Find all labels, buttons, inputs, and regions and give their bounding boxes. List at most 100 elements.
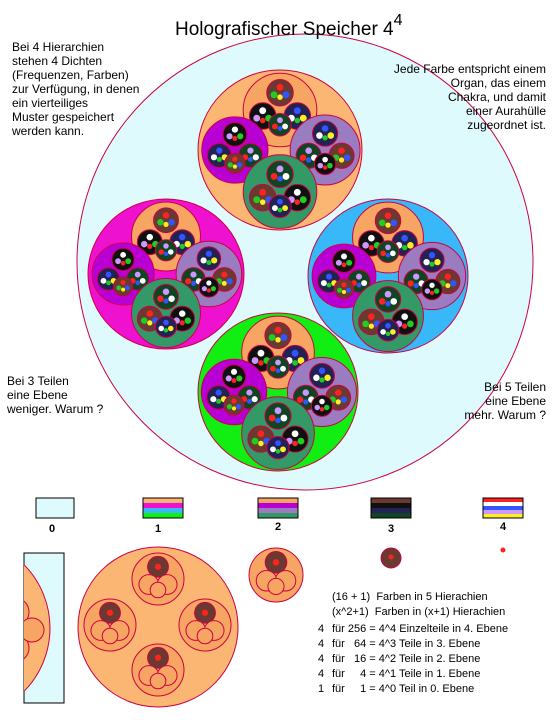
level3-cell — [224, 152, 246, 174]
swatch-stripe — [483, 498, 523, 502]
level4-dot — [201, 286, 207, 292]
level4-dot — [297, 357, 305, 364]
level-swatch-row — [35, 497, 524, 519]
level0-outer-circle — [76, 33, 534, 491]
level4-dot — [258, 360, 264, 366]
level4-dot — [120, 280, 126, 286]
level4-dot — [282, 205, 288, 212]
level3-cell — [313, 152, 337, 176]
swatch-stripe — [143, 498, 183, 503]
level4-dot — [277, 126, 283, 131]
zoom-red-dot — [201, 609, 209, 616]
note-top-left: Bei 4 Hierarchien stehen 4 Dichten (Freq… — [12, 40, 140, 138]
swatch-stripe — [483, 506, 523, 510]
level4-dot — [326, 282, 332, 288]
level4-dot — [362, 320, 369, 328]
level4-dot — [258, 440, 264, 447]
zoom-sub-circle — [267, 577, 285, 596]
level3-cell — [376, 318, 400, 342]
level4-dot — [277, 198, 283, 205]
level4-dot — [211, 257, 218, 264]
level4-dot — [317, 162, 324, 169]
level4-dot — [268, 414, 276, 422]
level4-dot — [276, 165, 284, 173]
level3-cell — [223, 394, 245, 416]
level4-dot — [362, 242, 369, 249]
level1-green-disc — [197, 312, 359, 472]
level4-dot — [384, 212, 392, 220]
level4-dot — [299, 196, 307, 204]
level4-dot — [385, 331, 391, 337]
level3-cell — [264, 321, 292, 350]
swatch-stripe — [258, 513, 298, 518]
level4-dot — [338, 157, 345, 163]
zoom-red-dot — [154, 563, 162, 570]
level4-dot — [282, 91, 290, 99]
level4-dot — [184, 317, 192, 324]
swatch-border — [142, 497, 184, 519]
level4-dot — [303, 399, 309, 405]
zoom-red-dot — [154, 654, 162, 661]
level4-dot — [178, 233, 186, 241]
level3-cell — [332, 249, 356, 273]
note-top-right: Jede Farbe entspricht einem Organ, das e… — [393, 62, 546, 132]
level4-dot — [106, 280, 111, 286]
level4-dot — [444, 273, 451, 280]
level1-magenta-disc — [87, 198, 245, 350]
level4-dot — [163, 243, 169, 249]
level4-dot — [125, 258, 132, 265]
level4-dot — [378, 298, 386, 305]
level4-dot — [231, 398, 237, 404]
level4-dot — [236, 162, 243, 168]
level4-dot — [226, 404, 233, 410]
zoom-sub-circle — [196, 627, 214, 645]
swatch-stripe — [143, 513, 183, 518]
level0-swatch — [35, 497, 75, 519]
level4-dot — [257, 430, 265, 438]
level4-dot — [206, 288, 211, 293]
level4-dot — [275, 368, 281, 374]
level3-cell — [266, 435, 290, 460]
level4-dot — [322, 165, 328, 170]
level4-dot — [380, 329, 386, 335]
level4-dot — [116, 285, 122, 291]
equation-line-6: für 4 = 4^1 Teile in 1. Ebene — [332, 668, 481, 680]
page-title: Holografischer Speicher 44 — [175, 8, 403, 43]
level4-dot — [179, 320, 185, 326]
level4-dot — [275, 449, 281, 454]
level2-swatch — [257, 497, 299, 519]
level4-dot — [275, 440, 281, 446]
level4-dot — [445, 283, 451, 289]
level4-dot — [318, 367, 326, 374]
level4-dot — [401, 234, 408, 242]
level4-dot — [319, 398, 325, 405]
level4-dot — [299, 114, 307, 122]
level4-dot — [105, 271, 112, 278]
zoom-sub-circle — [101, 627, 119, 645]
title-exponent: 4 — [393, 12, 403, 29]
level4-dot — [385, 322, 391, 329]
level4-dot — [296, 396, 304, 403]
level4-dot — [252, 154, 259, 161]
level4-dot — [157, 219, 164, 226]
equation-count-5: 4 — [318, 653, 325, 665]
level4-dot — [272, 205, 278, 212]
level4-dot — [341, 282, 347, 288]
level4-dot — [246, 389, 253, 396]
level4-dot — [230, 368, 238, 375]
zoom-strip-subdisc — [24, 617, 45, 643]
level4-dot — [277, 176, 283, 182]
level4-dot — [320, 280, 327, 287]
level4-dot — [190, 271, 197, 278]
level4-dot — [147, 320, 153, 326]
level4-dot — [368, 234, 375, 242]
level4-dot — [253, 114, 261, 122]
swatch-stripe — [483, 514, 523, 518]
level4-dot — [210, 286, 217, 292]
level4-dot — [429, 261, 435, 267]
level3-cell — [113, 276, 134, 297]
level4-dot — [268, 334, 276, 341]
level4-dot — [327, 132, 335, 139]
level4-dot — [385, 253, 391, 258]
